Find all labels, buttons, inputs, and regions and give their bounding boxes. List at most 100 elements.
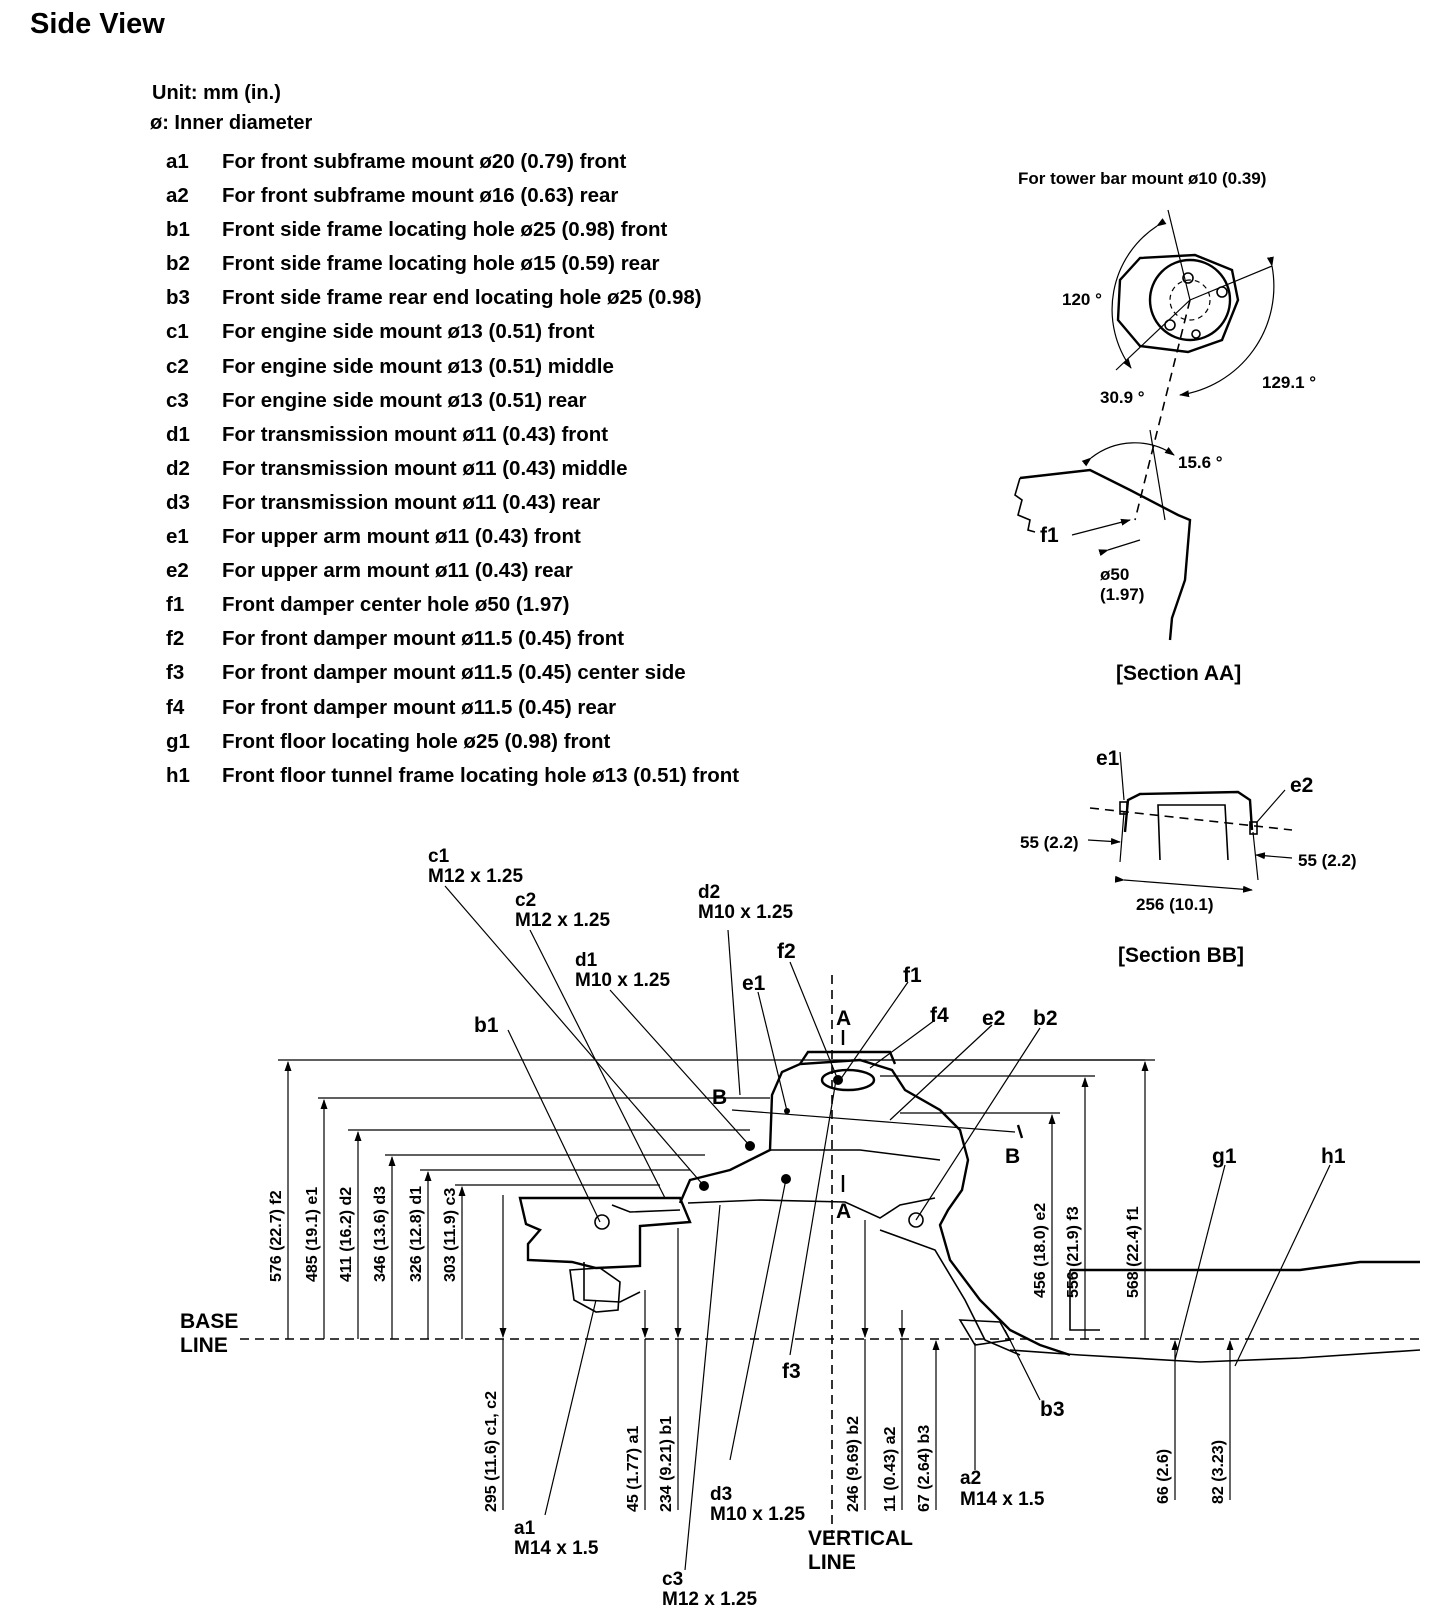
section-bb-inner: [1157, 804, 1229, 861]
frame-lower-outline: [687, 1197, 936, 1219]
dim-234: 234 (9.21) b1: [658, 1416, 675, 1512]
callout-c2-thread: M12 x 1.25: [515, 910, 610, 931]
engine-mount-block: [569, 1267, 621, 1313]
bb-dim-left-arrow: [1087, 837, 1121, 845]
leader-lines: [444, 885, 1331, 1571]
dim-303: 303 (11.9) c3: [442, 1188, 459, 1282]
legend-description: For engine side mount ø13 (0.51) middle: [222, 354, 614, 378]
arc-120: [1111, 218, 1167, 369]
rear-frame-lower: [1009, 1349, 1421, 1363]
dim-456: 456 (18.0) e2: [1032, 1203, 1049, 1298]
legend-description: For transmission mount ø11 (0.43) front: [222, 422, 609, 446]
section-a-bottom-label: A: [836, 1200, 851, 1223]
base-line-label-1: BASE: [180, 1310, 238, 1333]
dim-295: 295 (11.6) c1, c2: [483, 1391, 500, 1512]
callout-b1: b1: [474, 1014, 499, 1037]
section-aa: For tower bar mount ø10 (0.39) 120 ° 129…: [1014, 169, 1316, 685]
bb-dim-width: 256 (10.1): [1136, 895, 1214, 914]
rear-floor-line: [1069, 1270, 1100, 1331]
aa-f1-label: f1: [1040, 524, 1059, 547]
section-bb-outline: [1123, 790, 1254, 833]
rear-frame-transition: [879, 1229, 1021, 1356]
dim-82: 82 (3.23): [1210, 1440, 1227, 1504]
dim-246: 246 (9.69) b2: [845, 1416, 862, 1512]
section-aa-profile-inner: [1014, 477, 1036, 533]
dim-411: 411 (16.2) d2: [338, 1187, 355, 1282]
dim-485: 485 (19.1) e1: [304, 1187, 321, 1282]
dia-arrow: [1098, 539, 1141, 557]
unit-note: Unit: mm (in.): [152, 82, 281, 104]
legend-description: For upper arm mount ø11 (0.43) front: [222, 525, 581, 549]
section-a-top-label: A: [836, 1007, 851, 1030]
b1-locating-hole: [594, 1214, 610, 1230]
legend-code: b2: [166, 252, 190, 276]
bb-ext-right: [1252, 831, 1259, 881]
page-title: Side View: [30, 8, 165, 40]
frame-mid-line: [770, 1149, 941, 1161]
callout-d1: d1: [575, 950, 598, 971]
callout-a1-thread: M14 x 1.5: [514, 1538, 599, 1559]
dim-11: 11 (0.43) a2: [882, 1427, 899, 1513]
callout-labels: c1 M12 x 1.25 c2 M12 x 1.25 d2 M10 x 1.2…: [428, 846, 1346, 1610]
bb-e1-label: e1: [1096, 747, 1120, 770]
vertical-line-label-2: LINE: [808, 1551, 856, 1574]
b2-locating-hole: [908, 1212, 924, 1228]
legend-description: For engine side mount ø13 (0.51) front: [222, 320, 595, 344]
section-b-marker: [1016, 1124, 1024, 1139]
callout-f2: f2: [777, 940, 796, 963]
dimension-labels: 576 (22.7) f2 485 (19.1) e1 411 (16.2) d…: [268, 1186, 1227, 1512]
frame-upper-outline: [678, 1058, 1071, 1357]
legend-code: c2: [166, 354, 189, 378]
aa-dia-label: ø50: [1100, 565, 1129, 584]
dim-45: 45 (1.77) a1: [625, 1426, 642, 1512]
callout-c3: c3: [662, 1569, 683, 1590]
damper-tower: [799, 1050, 897, 1065]
section-bb: e1 e2 55 (2.2) 55 (2.2) 256 (10.1) [Sect…: [1020, 747, 1357, 967]
legend-description: Front side frame locating hole ø25 (0.98…: [222, 218, 668, 242]
arc-15: [1081, 442, 1175, 467]
bb-dim-left: 55 (2.2): [1020, 833, 1079, 852]
legend-code: f3: [166, 661, 185, 685]
legend-description: For front subframe mount ø16 (0.63) rear: [222, 184, 619, 208]
dim-67: 67 (2.64) b3: [916, 1425, 933, 1512]
legend-code: f4: [166, 695, 185, 719]
callout-f4: f4: [930, 1004, 949, 1027]
callout-d2-thread: M10 x 1.25: [698, 902, 793, 923]
legend-code: h1: [166, 763, 190, 787]
dim-66: 66 (2.6): [1155, 1449, 1172, 1504]
angle-120-label: 120 °: [1062, 290, 1102, 309]
callout-d1-thread: M10 x 1.25: [575, 970, 670, 991]
center-axis: [1134, 299, 1191, 521]
legend-code: g1: [166, 729, 190, 753]
section-aa-profile: [1019, 468, 1192, 641]
aa-dia-in-label: (1.97): [1100, 585, 1144, 604]
callout-e1: e1: [742, 972, 766, 995]
bb-dim-right-arrow: [1255, 852, 1293, 860]
legend-description: For transmission mount ø11 (0.43) middle: [222, 456, 628, 480]
legend-code: c1: [166, 320, 189, 344]
rear-frame-upper: [1070, 1260, 1420, 1272]
callout-d3: d3: [710, 1484, 732, 1505]
legend-code: e2: [166, 559, 189, 583]
legend-code: a2: [166, 184, 189, 208]
legend-code: d3: [166, 490, 190, 514]
legend-code: f2: [166, 627, 185, 651]
callout-b3: b3: [1040, 1398, 1065, 1421]
bb-dim-right: 55 (2.2): [1298, 851, 1357, 870]
dimension-arrows: [284, 1061, 1234, 1510]
section-b-right-label: B: [1005, 1145, 1020, 1168]
angle-30-label: 30.9 °: [1100, 388, 1145, 407]
legend-code: d2: [166, 456, 190, 480]
main-side-view: BASE LINE VERTICAL LINE A A B B: [180, 975, 1421, 1574]
bb-e2-label: e2: [1290, 774, 1313, 797]
dim-346: 346 (13.6) d3: [372, 1186, 389, 1282]
legend-code: e1: [166, 525, 189, 549]
legend-description: For transmission mount ø11 (0.43) rear: [222, 490, 601, 514]
dim-568: 568 (22.4) f1: [1125, 1206, 1142, 1298]
subframe-bracket: [583, 1262, 641, 1303]
mount-hole-4: [1191, 329, 1201, 339]
callout-h1: h1: [1321, 1145, 1346, 1168]
callout-c1-thread: M12 x 1.25: [428, 866, 523, 887]
arc-129: [1179, 256, 1275, 398]
